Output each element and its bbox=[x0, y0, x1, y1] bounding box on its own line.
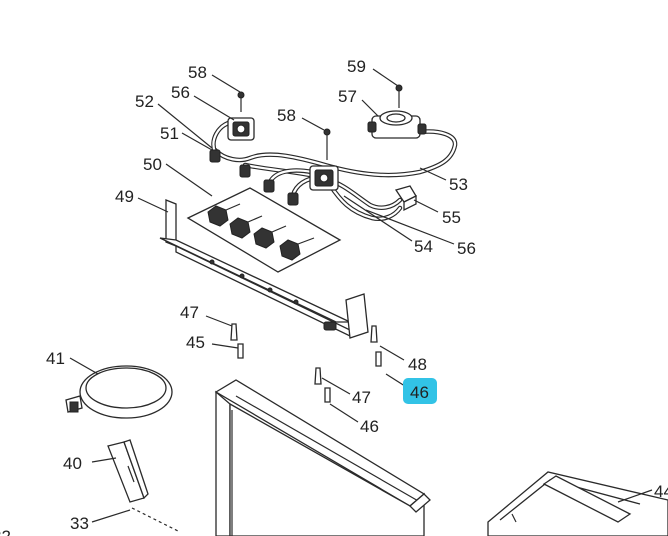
control-knob-panel bbox=[186, 187, 342, 273]
label-58: 58 bbox=[188, 63, 207, 82]
dashed-leader bbox=[91, 509, 131, 523]
burner-cap bbox=[65, 365, 173, 419]
injector-jets bbox=[230, 323, 382, 403]
igniter-bracket bbox=[107, 439, 149, 503]
screws bbox=[237, 84, 403, 160]
dashed-center-line bbox=[131, 507, 181, 533]
label-50: 50 bbox=[143, 155, 162, 174]
gas-valve-left bbox=[227, 117, 255, 141]
label-46-highlighted: 46 bbox=[410, 383, 429, 402]
gas-valve-center bbox=[309, 165, 339, 191]
pipe-fittings bbox=[209, 149, 299, 206]
label-53: 53 bbox=[449, 175, 468, 194]
label-44: 44 bbox=[654, 482, 668, 501]
label-33: 33 bbox=[70, 514, 89, 533]
label-49: 49 bbox=[115, 187, 134, 206]
label-40: 40 bbox=[63, 454, 82, 473]
label-56: 56 bbox=[457, 239, 476, 258]
highlight-marker bbox=[403, 378, 437, 404]
label-45: 45 bbox=[186, 333, 205, 352]
label-47: 47 bbox=[352, 388, 371, 407]
oven-door-panel bbox=[214, 379, 431, 536]
label-56: 56 bbox=[171, 83, 190, 102]
label-58: 58 bbox=[277, 106, 296, 125]
label-46: 46 bbox=[360, 417, 379, 436]
label-41: 41 bbox=[46, 349, 65, 368]
label-48: 48 bbox=[408, 355, 427, 374]
label-57: 57 bbox=[338, 87, 357, 106]
gas-manifold-rail bbox=[159, 199, 369, 339]
label-52: 52 bbox=[135, 92, 154, 111]
label-59: 59 bbox=[347, 57, 366, 76]
label-51: 51 bbox=[160, 124, 179, 143]
gas-regulator bbox=[367, 110, 427, 139]
gas-pipe-network bbox=[211, 119, 458, 221]
label-32: 32 bbox=[0, 527, 11, 536]
part-number-labels: 58 59 52 56 57 58 51 53 50 55 49 54 56 4… bbox=[0, 57, 668, 536]
drawer-assembly bbox=[487, 471, 668, 536]
junction-box bbox=[394, 185, 417, 212]
label-55: 55 bbox=[442, 208, 461, 227]
label-54: 54 bbox=[414, 237, 433, 256]
label-47: 47 bbox=[180, 303, 199, 322]
leader-lines bbox=[69, 68, 653, 503]
